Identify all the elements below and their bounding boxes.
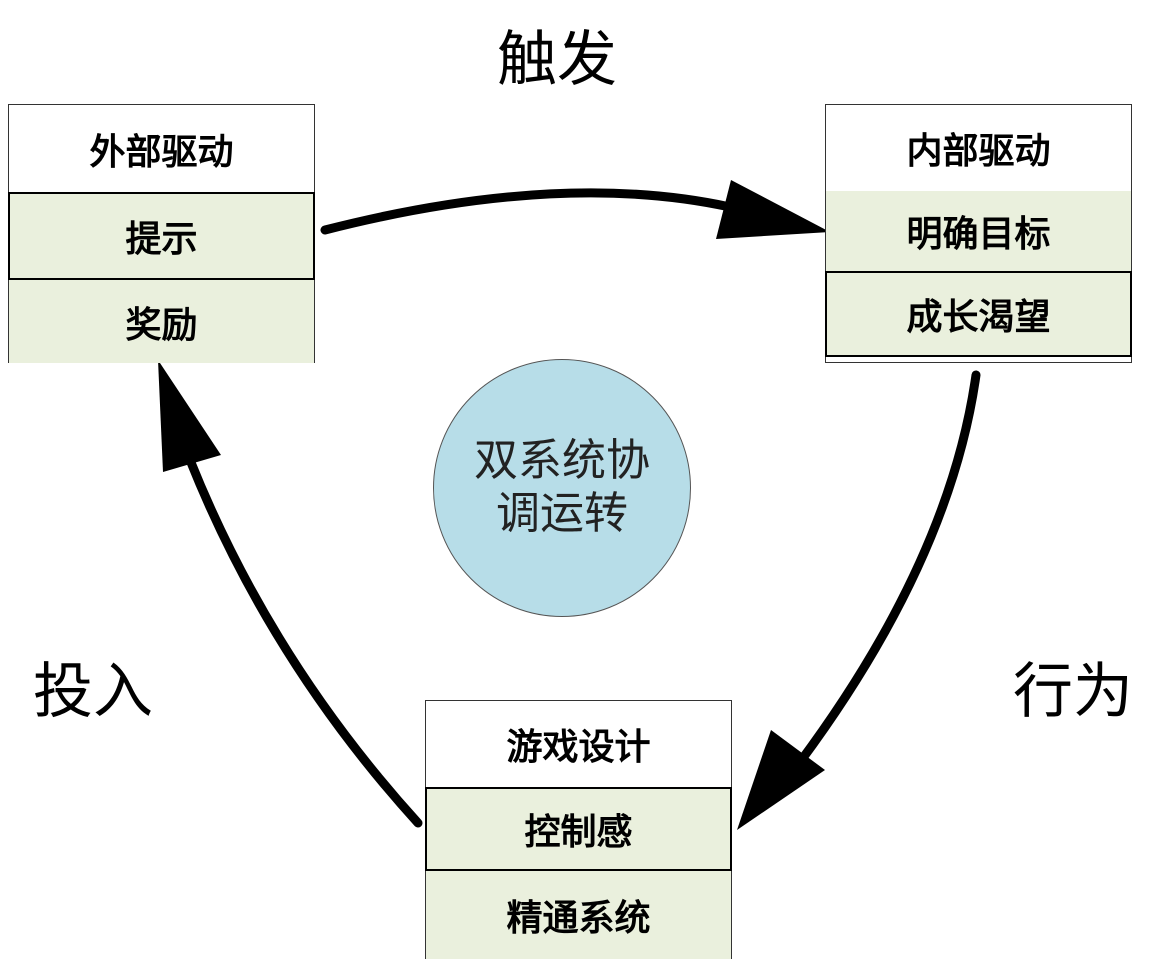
- arrow-behavior: [795, 370, 981, 767]
- box-game-title: 游戏设计: [426, 701, 731, 787]
- center-line-1: 双系统协: [474, 435, 650, 487]
- arrow-investment: [185, 455, 423, 828]
- item-sense-of-control: 控制感: [425, 787, 732, 871]
- box-game-design: 游戏设计 控制感 精通系统: [425, 700, 732, 959]
- arrow-trigger: [320, 188, 735, 235]
- box-internal-title: 内部驱动: [826, 105, 1131, 191]
- center-line-2: 调运转: [496, 488, 628, 539]
- label-behavior: 行为: [1013, 657, 1133, 727]
- item-growth-desire: 成长渴望: [825, 271, 1132, 357]
- box-external-title: 外部驱动: [9, 105, 314, 192]
- arrowhead-trigger: [716, 180, 830, 239]
- item-mastery-system: 精通系统: [426, 871, 731, 959]
- box-internal-drive: 内部驱动 明确目标 成长渴望: [825, 104, 1132, 363]
- box-external-drive: 外部驱动 提示 奖励: [8, 104, 315, 363]
- label-trigger: 触发: [497, 25, 617, 95]
- item-reward: 奖励: [9, 280, 314, 363]
- arrowhead-behavior: [737, 730, 825, 830]
- center-circle: 双系统协 调运转: [433, 359, 691, 617]
- arrowhead-investment: [158, 360, 221, 472]
- item-prompt: 提示: [8, 192, 315, 280]
- item-clear-goal: 明确目标: [826, 191, 1131, 271]
- label-investment: 投入: [33, 657, 153, 727]
